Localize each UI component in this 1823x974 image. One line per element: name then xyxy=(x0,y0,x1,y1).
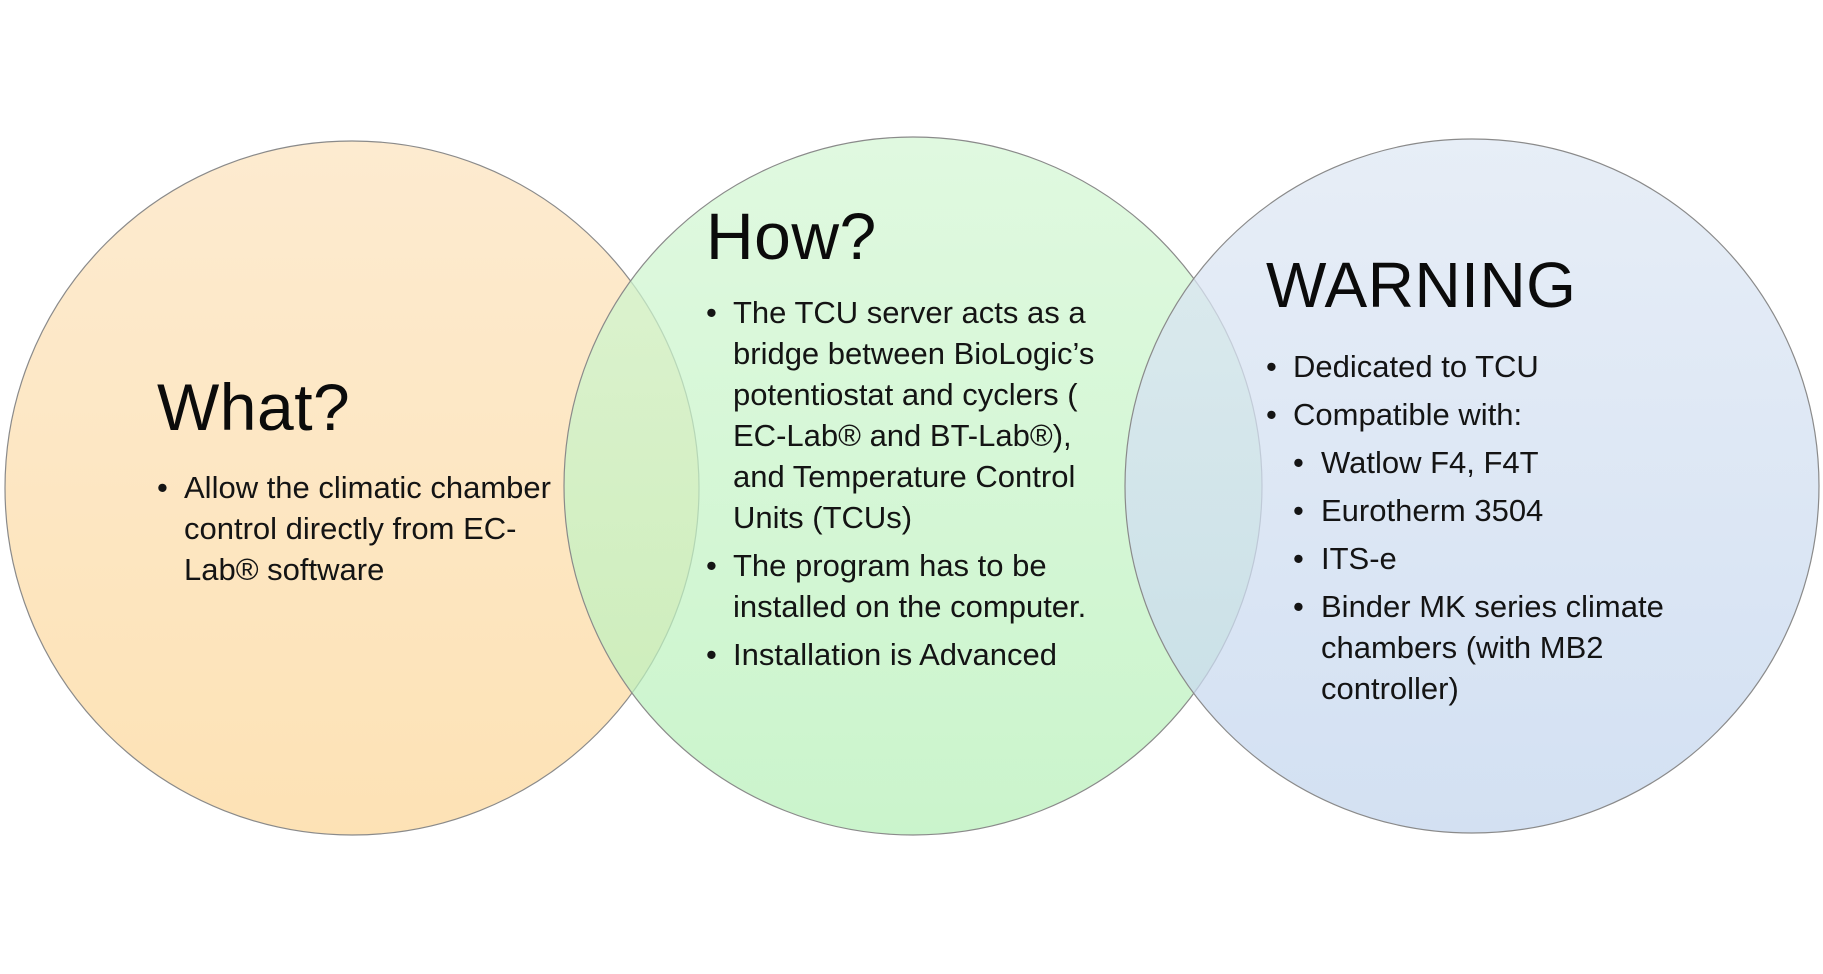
what-title: What? xyxy=(157,370,351,444)
warning-title: WARNING xyxy=(1266,249,1577,321)
warning-bullet: Dedicated to TCU xyxy=(1266,346,1686,387)
what-panel: What? Allow the climatic chamber control… xyxy=(157,367,567,590)
warning-bullet-label: Compatible with: xyxy=(1293,397,1523,432)
what-bullet: Allow the climatic chamber control direc… xyxy=(157,467,567,590)
warning-bullet-list: Dedicated to TCU Compatible with: Watlow… xyxy=(1266,346,1686,709)
warning-sub-bullet: Binder MK series climate chambers (with … xyxy=(1293,586,1686,709)
warning-sub-bullet: Watlow F4, F4T xyxy=(1293,442,1686,483)
warning-bullet: Compatible with: Watlow F4, F4T Eurother… xyxy=(1266,394,1686,709)
how-bullet: Installation is Advanced xyxy=(706,634,1126,675)
warning-sub-list: Watlow F4, F4T Eurotherm 3504 ITS-e Bind… xyxy=(1293,442,1686,709)
how-panel: How? The TCU server acts as a bridge bet… xyxy=(706,196,1126,675)
what-bullet-list: Allow the climatic chamber control direc… xyxy=(157,467,567,590)
warning-sub-bullet: Eurotherm 3504 xyxy=(1293,490,1686,531)
how-bullet: The program has to be installed on the c… xyxy=(706,545,1126,627)
warning-panel: WARNING Dedicated to TCU Compatible with… xyxy=(1266,247,1686,709)
warning-sub-bullet: ITS-e xyxy=(1293,538,1686,579)
how-bullet-list: The TCU server acts as a bridge between … xyxy=(706,292,1126,675)
how-bullet: The TCU server acts as a bridge between … xyxy=(706,292,1126,538)
how-title: How? xyxy=(706,199,877,273)
